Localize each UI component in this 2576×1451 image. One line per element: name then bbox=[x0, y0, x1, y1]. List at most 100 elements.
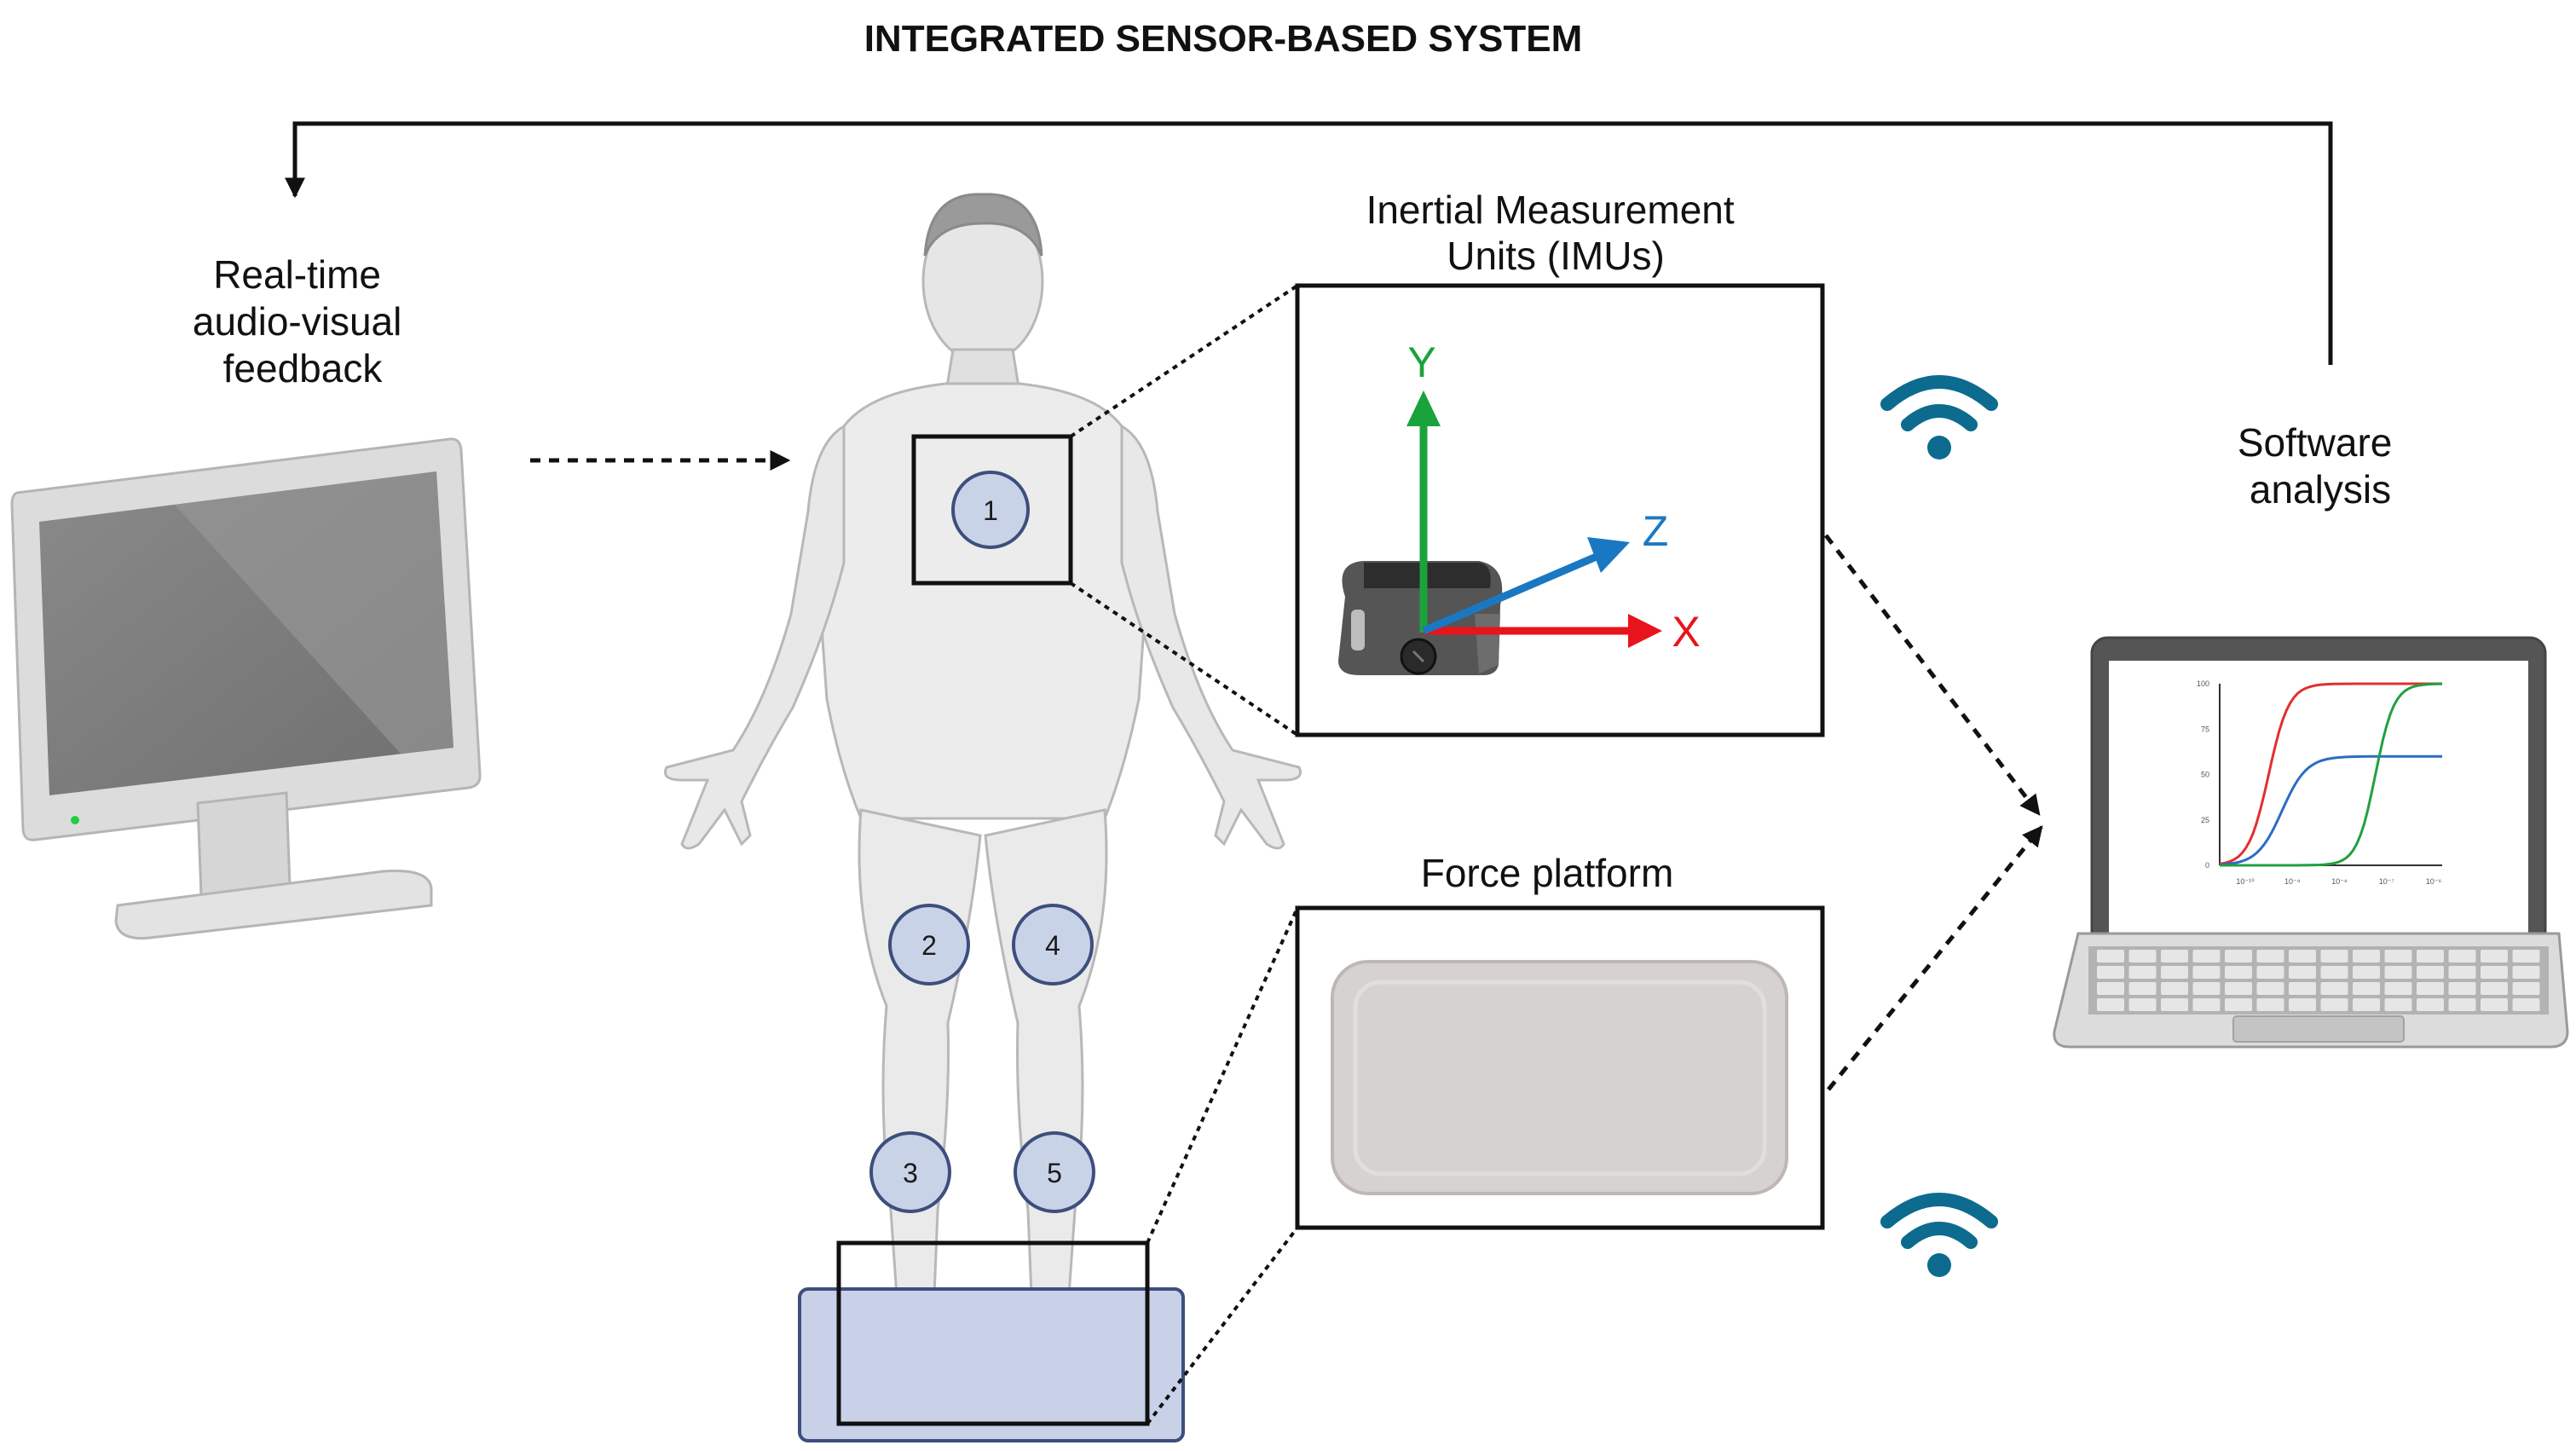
keyboard-key bbox=[2289, 998, 2316, 1011]
keyboard-key bbox=[2353, 966, 2380, 979]
software-label-line-2: analysis bbox=[2250, 467, 2391, 512]
sensor-4-label: 4 bbox=[1045, 930, 1060, 961]
force-to-laptop-arrow bbox=[1827, 825, 2043, 1091]
chart-y-tick-label: 25 bbox=[2201, 816, 2209, 824]
keyboard-key bbox=[2225, 966, 2252, 979]
keyboard-key bbox=[2161, 950, 2188, 963]
feedback-label-line-1: Real-time bbox=[213, 252, 381, 297]
keyboard-key bbox=[2128, 966, 2157, 979]
sensor-1: 1 bbox=[951, 471, 1030, 549]
keyboard-key bbox=[2384, 966, 2412, 979]
feedback-label-line-2: audio-visual bbox=[193, 299, 401, 344]
keyboard-key bbox=[2512, 982, 2540, 995]
keyboard-key bbox=[2512, 966, 2540, 979]
imu-label: Inertial Measurement Units (IMUs) bbox=[1366, 188, 1746, 278]
human-body-icon bbox=[664, 193, 1302, 1370]
software-label: Software analysis bbox=[2238, 420, 2403, 512]
chart-y-tick-label: 50 bbox=[2201, 771, 2209, 779]
force-zoom-line-top bbox=[1146, 907, 1299, 1244]
keyboard-key bbox=[2097, 982, 2124, 995]
keyboard-key bbox=[2256, 998, 2284, 1011]
keyboard-key bbox=[2225, 982, 2252, 995]
chart-series-line bbox=[2220, 682, 2442, 867]
keyboard-key bbox=[2320, 982, 2348, 995]
keyboard-key bbox=[2256, 982, 2284, 995]
keyboard-key bbox=[2448, 998, 2476, 1011]
keyboard-key bbox=[2320, 966, 2348, 979]
y-axis-label: Y bbox=[1407, 338, 1435, 386]
sensor-3: 3 bbox=[869, 1131, 951, 1213]
sensor-4: 4 bbox=[1012, 904, 1094, 986]
force-plate-icon bbox=[1331, 960, 1788, 1195]
keyboard-key bbox=[2384, 950, 2412, 963]
keyboard-key bbox=[2417, 966, 2444, 979]
keyboard-key bbox=[2128, 998, 2157, 1011]
keyboard-key bbox=[2128, 982, 2157, 995]
chart-y-tick-label: 75 bbox=[2201, 725, 2209, 733]
chart-series-line bbox=[2219, 682, 2442, 865]
keyboard-key bbox=[2320, 950, 2348, 963]
keyboard-key bbox=[2481, 950, 2508, 963]
keyboard-key bbox=[2097, 950, 2124, 963]
keyboard-key bbox=[2097, 966, 2124, 979]
keyboard-key bbox=[2417, 998, 2444, 1011]
keyboard-key bbox=[2320, 998, 2348, 1011]
sensor-3-label: 3 bbox=[903, 1158, 918, 1188]
y-axis-arrowhead bbox=[1406, 390, 1441, 426]
force-zoom-line-bottom bbox=[1146, 1226, 1299, 1425]
z-axis-arrow bbox=[1422, 552, 1600, 635]
keyboard-key bbox=[2192, 998, 2221, 1011]
chart-x-tick-label: 10⁻⁶ bbox=[2426, 877, 2442, 886]
keyboard-key bbox=[2289, 950, 2316, 963]
feet-zoom-box bbox=[836, 1240, 1150, 1426]
keyboard-key bbox=[2417, 982, 2444, 995]
x-axis-arrowhead bbox=[1628, 614, 1662, 648]
feedback-label: Real-time audio-visual feedback bbox=[193, 252, 413, 390]
force-platform-label: Force platform bbox=[1421, 851, 1674, 895]
chart-x-tick-label: 10⁻⁷ bbox=[2379, 877, 2394, 886]
keyboard-key bbox=[2192, 982, 2221, 995]
keyboard-key bbox=[2097, 998, 2124, 1011]
imu-zoom-line-top bbox=[1069, 284, 1299, 438]
force-platform-base bbox=[798, 1287, 1185, 1442]
keyboard-key bbox=[2448, 982, 2476, 995]
keyboard-key bbox=[2417, 950, 2444, 963]
chest-zoom-box bbox=[911, 434, 1073, 586]
chart-x-tick-label: 10⁻⁸ bbox=[2331, 877, 2348, 886]
chart-y-tick-label: 100 bbox=[2197, 679, 2209, 688]
keyboard-key bbox=[2384, 998, 2412, 1011]
keyboard-key bbox=[2448, 950, 2476, 963]
sensor-2-label: 2 bbox=[921, 930, 937, 961]
keyboard-key bbox=[2256, 950, 2284, 963]
feedback-label-line-3: feedback bbox=[223, 346, 384, 390]
keyboard-key bbox=[2481, 982, 2508, 995]
diagram-title: INTEGRATED SENSOR-BASED SYSTEM bbox=[864, 18, 1583, 60]
keyboard-key bbox=[2353, 950, 2380, 963]
laptop-keyboard bbox=[2097, 950, 2540, 1011]
sensor-2: 2 bbox=[888, 904, 970, 986]
keyboard-key bbox=[2289, 982, 2316, 995]
keyboard-key bbox=[2481, 998, 2508, 1011]
imu-to-laptop-arrow bbox=[1824, 534, 2041, 816]
sensor-5: 5 bbox=[1014, 1131, 1095, 1213]
keyboard-key bbox=[2448, 966, 2476, 979]
chart-y-tick-label: 0 bbox=[2205, 861, 2209, 870]
keyboard-key bbox=[2512, 998, 2540, 1011]
keyboard-key bbox=[2353, 982, 2380, 995]
z-axis-arrowhead bbox=[1587, 537, 1630, 573]
keyboard-key bbox=[2225, 950, 2252, 963]
monitor-icon bbox=[10, 437, 482, 940]
wifi-icon bbox=[1880, 375, 1998, 460]
keyboard-key bbox=[2481, 966, 2508, 979]
keyboard-key bbox=[2289, 966, 2316, 979]
imu-zoom-line-bottom bbox=[1069, 581, 1299, 737]
keyboard-key bbox=[2192, 966, 2221, 979]
imu-label-line-1: Inertial Measurement bbox=[1366, 188, 1735, 232]
chart-x-tick-label: 10⁻⁹ bbox=[2284, 877, 2301, 886]
sensor-5-label: 5 bbox=[1047, 1158, 1062, 1188]
x-axis-label: X bbox=[1672, 608, 1700, 656]
keyboard-key bbox=[2161, 966, 2188, 979]
keyboard-key bbox=[2192, 950, 2221, 963]
